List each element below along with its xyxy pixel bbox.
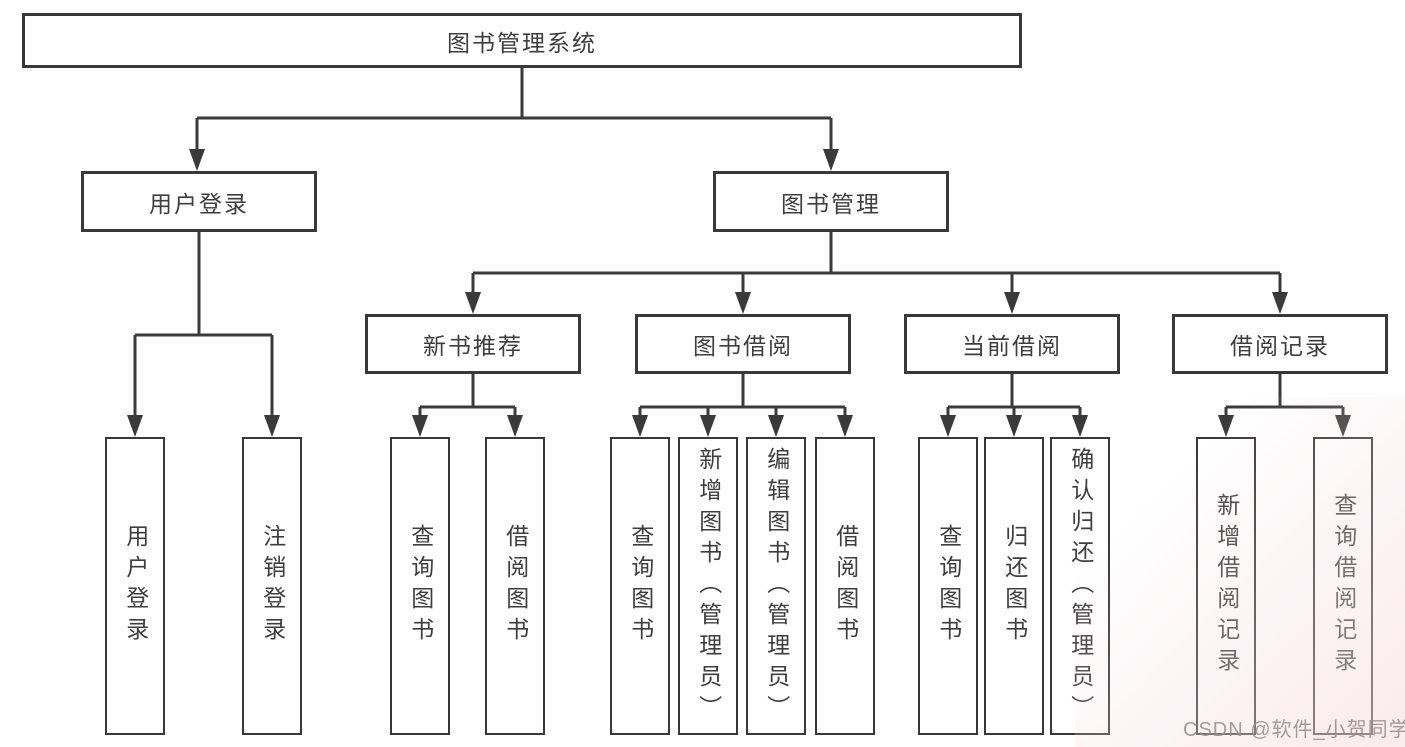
node-label: 注销登录 xyxy=(259,524,286,648)
node-leaf-confirm-return-admin: 确认归还（管理员） xyxy=(1050,437,1110,735)
node-borrowing-records: 借阅记录 xyxy=(1172,314,1388,374)
node-current-borrowing: 当前借阅 xyxy=(904,314,1120,374)
node-leaf-query-borrow-record: 查询借阅记录 xyxy=(1313,437,1373,735)
node-label: 借阅图书 xyxy=(502,524,529,648)
node-leaf-add-borrow-record: 新增借阅记录 xyxy=(1196,437,1256,735)
node-leaf-query-books-3: 查询图书 xyxy=(918,437,978,735)
node-leaf-add-books-admin: 新增图书（管理员） xyxy=(678,437,738,735)
node-label: 查询图书 xyxy=(935,524,962,648)
node-leaf-query-books-2: 查询图书 xyxy=(610,437,670,735)
watermark-text: CSDN @软件_小贺同学 xyxy=(1183,719,1405,741)
node-label: 新书推荐 xyxy=(423,333,523,359)
node-leaf-logout: 注销登录 xyxy=(242,437,302,735)
node-label: 查询图书 xyxy=(627,524,654,648)
node-label: 新增借阅记录 xyxy=(1213,493,1240,679)
node-label: 查询借阅记录 xyxy=(1330,493,1357,679)
node-label: 新增图书（管理员） xyxy=(695,446,722,726)
node-leaf-user-login: 用户登录 xyxy=(105,437,165,735)
node-leaf-edit-books-admin: 编辑图书（管理员） xyxy=(746,437,806,735)
node-label: 借阅记录 xyxy=(1230,333,1330,359)
node-label: 图书管理 xyxy=(781,190,881,217)
node-label: 用户登录 xyxy=(149,190,249,217)
node-leaf-query-books-1: 查询图书 xyxy=(390,437,450,735)
node-label: 图书借阅 xyxy=(693,333,793,359)
node-user-login-branch: 用户登录 xyxy=(81,171,317,232)
node-label: 用户登录 xyxy=(122,524,149,648)
node-new-book-recommend: 新书推荐 xyxy=(365,314,581,374)
node-book-management-branch: 图书管理 xyxy=(713,171,949,232)
node-label: 确认归还（管理员） xyxy=(1067,446,1094,726)
node-label: 当前借阅 xyxy=(962,333,1062,359)
node-label: 查询图书 xyxy=(407,524,434,648)
node-label: 归还图书 xyxy=(1001,524,1028,648)
node-label: 编辑图书（管理员） xyxy=(763,446,790,726)
node-book-borrowing: 图书借阅 xyxy=(635,314,851,374)
node-root-library-system: 图书管理系统 xyxy=(22,13,1022,68)
node-label: 借阅图书 xyxy=(832,524,859,648)
node-leaf-borrow-books-2: 借阅图书 xyxy=(815,437,875,735)
node-root-label: 图书管理系统 xyxy=(447,29,597,56)
node-leaf-borrow-books-1: 借阅图书 xyxy=(485,437,545,735)
node-leaf-return-books: 归还图书 xyxy=(984,437,1044,735)
